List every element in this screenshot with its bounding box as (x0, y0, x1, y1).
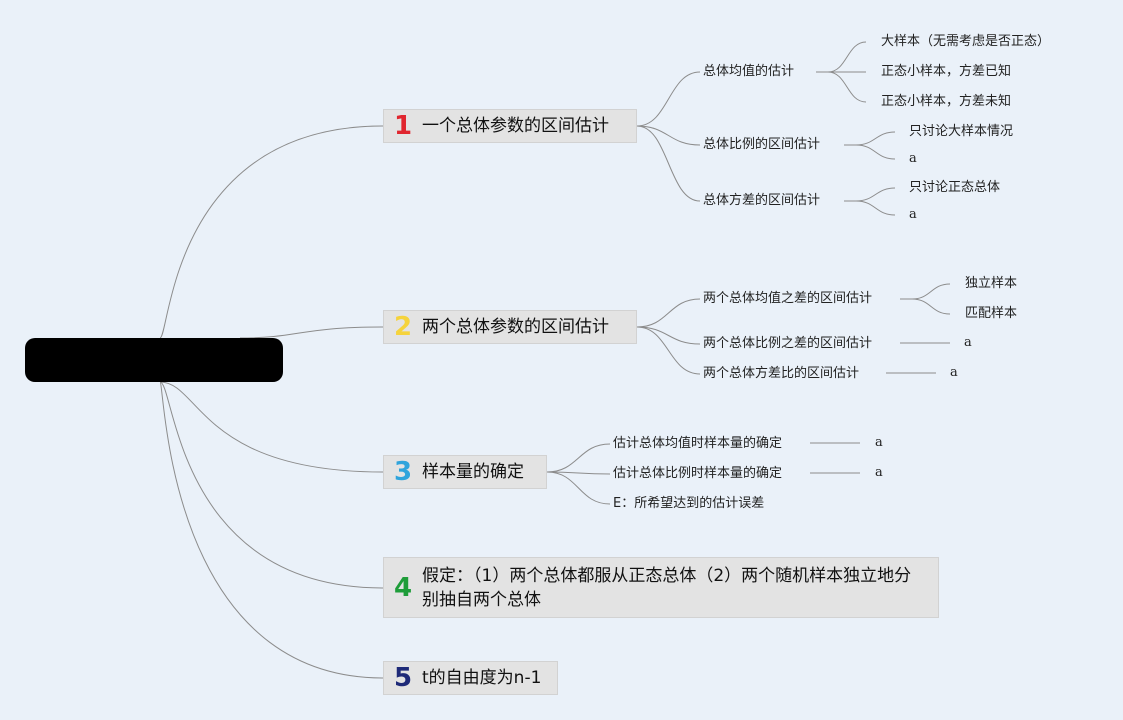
branch-number-1: 1 (393, 111, 413, 141)
leaf-2-1-1[interactable]: 独立样本 (965, 276, 1018, 291)
connector-s11-leaf-3 (827, 71, 867, 103)
connector-root-branch-4 (159, 381, 384, 589)
connector-s12-leaf-2 (855, 144, 896, 160)
branch-5[interactable]: 5 t的自由度为n-1 (383, 661, 558, 695)
sub-1-1[interactable]: 总体均值的估计 (703, 64, 795, 79)
connector-s13-leaf-2 (855, 200, 896, 216)
sub-3-1[interactable]: 估计总体均值时样本量的确定 (613, 436, 783, 451)
connector-b1-sub-1 (636, 71, 701, 127)
leaf-2-1-2[interactable]: 匹配样本 (965, 306, 1018, 321)
sub-3-2[interactable]: 估计总体比例时样本量的确定 (613, 466, 783, 481)
branch-2[interactable]: 2 两个总体参数的区间估计 (383, 310, 637, 344)
branch-1[interactable]: 1 一个总体参数的区间估计 (383, 109, 637, 143)
connector-b3-sub-2 (546, 471, 611, 475)
connector-s21-leaf-1 (911, 283, 951, 300)
connector-s12-leaf-1 (855, 131, 896, 146)
branch-3[interactable]: 3 样本量的确定 (383, 455, 547, 489)
branch-4[interactable]: 4 假定：（1）两个总体都服从正态总体（2）两个随机样本独立地分别抽自两个总体 (383, 557, 939, 618)
leaf-1-1-2[interactable]: 正态小样本，方差已知 (881, 64, 1012, 79)
sub-2-2[interactable]: 两个总体比例之差的区间估计 (703, 336, 873, 351)
connector-s21-leaf-2 (911, 298, 951, 315)
leaf-3-2-1[interactable]: a (875, 465, 883, 480)
sub-2-1[interactable]: 两个总体均值之差的区间估计 (703, 291, 873, 306)
branch-1-label: 一个总体参数的区间估计 (422, 116, 609, 136)
branch-2-label: 两个总体参数的区间估计 (422, 317, 609, 337)
sub-3-3[interactable]: E：所希望达到的估计误差 (613, 496, 765, 511)
branch-number-5: 5 (393, 663, 413, 693)
connector-b2-sub-2 (636, 326, 701, 345)
sub-1-3[interactable]: 总体方差的区间估计 (703, 193, 821, 208)
leaf-2-3-1[interactable]: a (950, 365, 958, 380)
branch-number-3: 3 (393, 457, 413, 487)
connector-b2-sub-3 (636, 326, 701, 375)
connector-root-branch-3 (159, 381, 384, 473)
connector-b1-sub-3 (636, 125, 701, 202)
leaf-1-1-3[interactable]: 正态小样本，方差未知 (881, 94, 1012, 109)
sub-2-3[interactable]: 两个总体方差比的区间估计 (703, 366, 860, 381)
connector-root-branch-1 (159, 125, 384, 339)
leaf-1-1-1[interactable]: 大样本（无需考虑是否正态） (881, 34, 1051, 49)
leaf-1-2-1[interactable]: 只讨论大样本情况 (909, 124, 1014, 139)
leaf-1-2-2[interactable]: a (909, 151, 917, 166)
connector-root-branch-5 (159, 381, 384, 679)
sub-1-2[interactable]: 总体比例的区间估计 (703, 137, 821, 152)
leaf-1-3-1[interactable]: 只讨论正态总体 (909, 180, 1001, 195)
connector-b3-sub-1 (546, 443, 611, 473)
connector-b2-sub-1 (636, 298, 701, 328)
connector-b3-sub-3 (546, 471, 611, 505)
leaf-1-3-2[interactable]: a (909, 207, 917, 222)
branch-5-label: t的自由度为n-1 (422, 668, 542, 688)
leaf-2-2-1[interactable]: a (964, 335, 972, 350)
branch-3-label: 样本量的确定 (422, 462, 524, 482)
branch-4-label: 假定：（1）两个总体都服从正态总体（2）两个随机样本独立地分别抽自两个总体 (422, 565, 912, 610)
branch-number-4: 4 (393, 572, 413, 603)
branch-number-2: 2 (393, 312, 413, 342)
connector-s13-leaf-1 (855, 187, 896, 202)
connector-root-branch-2 (239, 326, 384, 339)
root-node[interactable] (25, 338, 283, 382)
connector-b1-sub-2 (636, 125, 701, 146)
connector-s11-leaf-1 (827, 41, 867, 73)
leaf-3-1-1[interactable]: a (875, 435, 883, 450)
